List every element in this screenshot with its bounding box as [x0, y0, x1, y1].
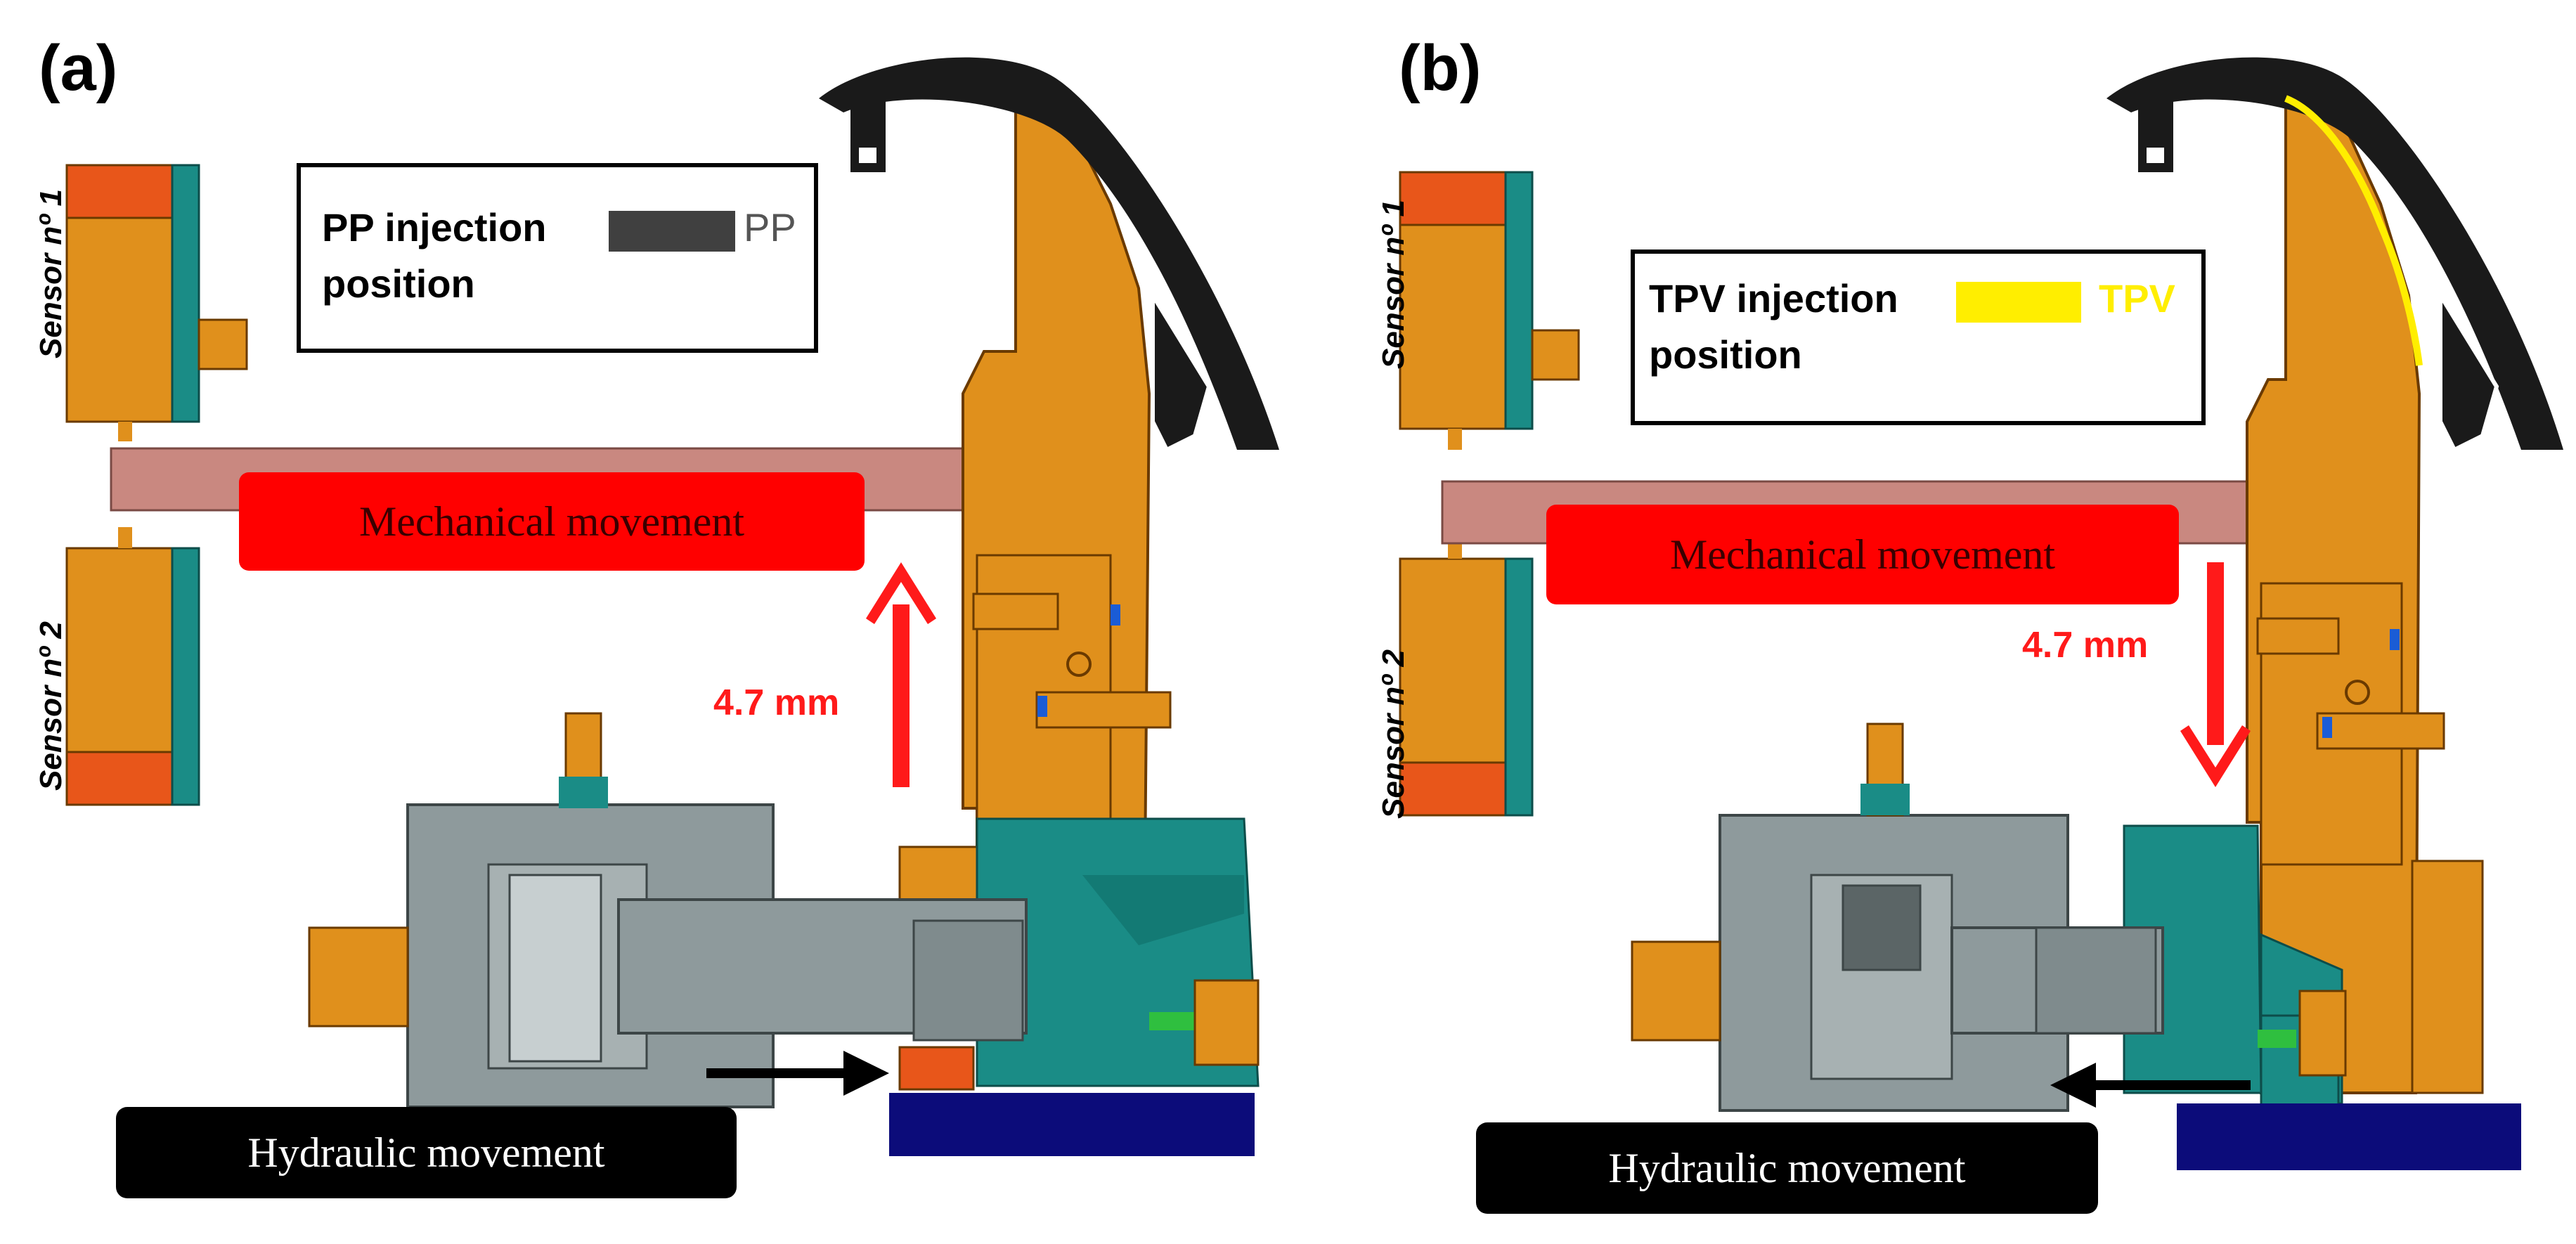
panel-label-b: (b) [1399, 32, 1482, 104]
material-swatch-pp [609, 211, 735, 252]
panel-a-drawing [65, 57, 1279, 1156]
arrow-down-icon [2180, 562, 2251, 787]
arrow-left-icon [2050, 1063, 2251, 1108]
sensor-2-block [1399, 538, 1534, 817]
legend-box-a: PP injection position PP [297, 163, 818, 353]
mold-column [2246, 96, 2484, 1094]
base-plate [889, 1093, 1255, 1156]
stop-block [898, 1046, 975, 1091]
sensor-1-block [1399, 171, 1580, 450]
material-swatch-tpv [1956, 282, 2081, 323]
panel-label-a: (a) [39, 32, 118, 104]
sensor-1-block [65, 164, 248, 441]
legend-line-1: TPV injection [1649, 276, 1898, 320]
hydraulic-cylinder [308, 712, 1028, 1108]
mechanical-movement-label-b: Mechanical movement [1546, 505, 2179, 604]
hydraulic-movement-label-b: Hydraulic movement [1476, 1122, 2098, 1214]
hydraulic-cylinder [1631, 723, 2164, 1112]
legend-line-2: position [1649, 332, 1802, 377]
mechanical-movement-label-a: Mechanical movement [239, 472, 865, 571]
panel-b-drawing [1399, 57, 2563, 1170]
tpv-layer [2284, 95, 2423, 366]
hydraulic-movement-label-a: Hydraulic movement [116, 1107, 737, 1198]
legend-line-2: position [322, 261, 475, 306]
base-plate [2177, 1103, 2521, 1170]
teal-block [976, 817, 1260, 1087]
sensor-2-block [65, 527, 200, 806]
distance-label-a: 4.7 mm [713, 682, 840, 723]
distance-label-b: 4.7 mm [2022, 625, 2149, 666]
sensor-2-label: Sensor nº 2 [1376, 649, 1411, 819]
legend-box-b: TPV injection position TPV [1631, 250, 2206, 425]
legend-line-1: PP injection [322, 205, 547, 250]
mold-column [898, 96, 1172, 947]
arrow-right-icon [706, 1051, 889, 1096]
sensor-1-label: Sensor nº 1 [1376, 199, 1411, 369]
legend-material-pp: PP [744, 205, 796, 250]
sensor-1-label: Sensor nº 1 [34, 188, 68, 358]
sensor-2-label: Sensor nº 2 [34, 621, 68, 791]
legend-material-tpv: TPV [2099, 276, 2175, 320]
arrow-up-icon [866, 562, 936, 787]
